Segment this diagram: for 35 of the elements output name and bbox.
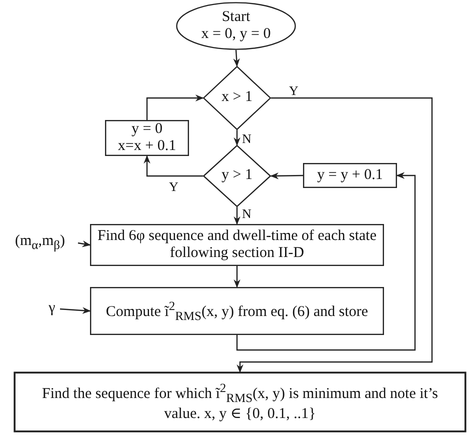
node-text: y = y + 0.1: [317, 166, 383, 184]
node-text: x=x + 0.1: [118, 138, 176, 156]
arrow: [144, 155, 203, 177]
node-text: Find 6φ sequence and dwell-time of each state following section II-D: [96, 228, 378, 262]
process-box: [90, 224, 384, 266]
node-text: x = 0, y = 0: [201, 26, 271, 44]
edge-label: Y: [168, 180, 180, 193]
arrow: [146, 94, 204, 120]
arrow: [236, 97, 433, 373]
start-ellipse: [176, 2, 296, 50]
edge-label: N: [241, 132, 252, 145]
process-box: [90, 287, 384, 335]
input-label: γ: [48, 300, 56, 318]
start-label: Start: [222, 8, 250, 26]
node-text: y > 1: [222, 167, 252, 185]
arrow: [234, 207, 240, 225]
arrow: [234, 266, 240, 288]
node-text: x > 1: [222, 89, 252, 107]
decision-diamond: [203, 145, 271, 207]
arrow: [60, 307, 91, 314]
edge-label: Y: [288, 84, 300, 97]
process-box: [105, 120, 189, 156]
node-text: y = 0: [132, 120, 162, 138]
decision-diamond: [203, 66, 271, 130]
node-text: Find the sequence for which ĩ$^{2}$$_{RMS}$(x, y) is minimum and note it’s value. x, y ∈ {0, 0.1, ..1}: [41, 381, 439, 423]
input-label: (m$_{α}$,m$_{β}$): [14, 233, 66, 253]
process-box: [14, 372, 466, 432]
arrow: [233, 50, 240, 67]
arrow: [270, 172, 304, 180]
arrow: [78, 240, 91, 248]
arrow: [234, 130, 240, 146]
node-text: Compute ĩ$^{2}$$_{RMS}$(x, y) from eq. (6) and store: [104, 298, 370, 324]
arrow: [236, 172, 416, 351]
process-box: [303, 163, 397, 188]
edge-label: N: [241, 207, 252, 220]
